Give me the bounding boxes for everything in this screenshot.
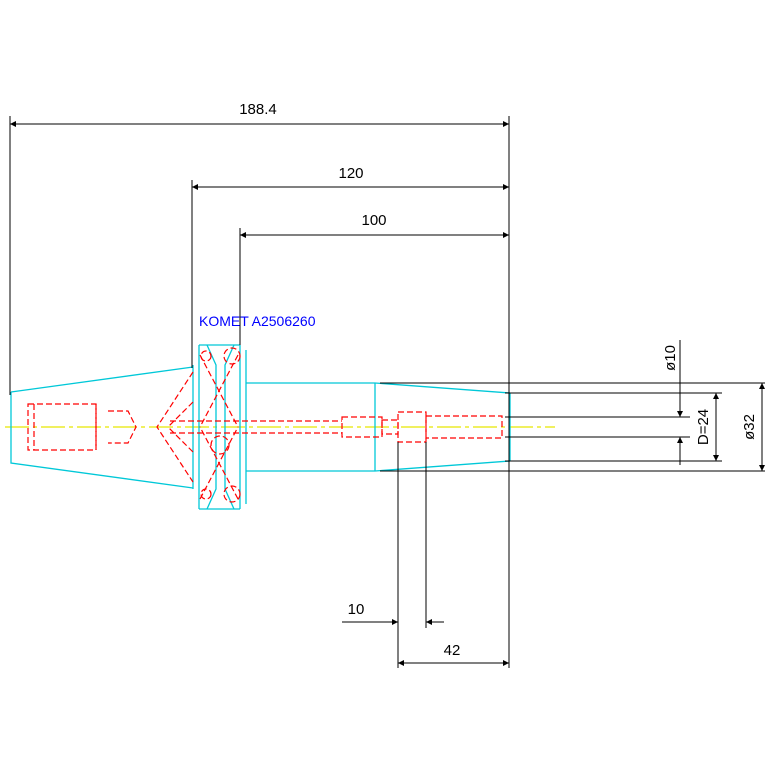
dim-diameter-24: D=24 — [695, 409, 712, 445]
hidden-features — [27, 347, 503, 503]
dim-diameter-32: ø32 — [741, 414, 758, 440]
dim-length-120: 120 — [338, 165, 363, 182]
part-number-label: KOMET A2506260 — [199, 313, 316, 329]
dim-length-100: 100 — [361, 212, 386, 229]
dim-length-42: 42 — [444, 642, 461, 659]
tool-outline — [10, 344, 511, 510]
dim-length-10: 10 — [348, 601, 365, 618]
dim-diameter-10: ø10 — [662, 345, 679, 371]
dimension-lines — [10, 121, 765, 666]
dim-overall-length: 188.4 — [239, 101, 277, 118]
extension-lines — [9, 116, 765, 668]
